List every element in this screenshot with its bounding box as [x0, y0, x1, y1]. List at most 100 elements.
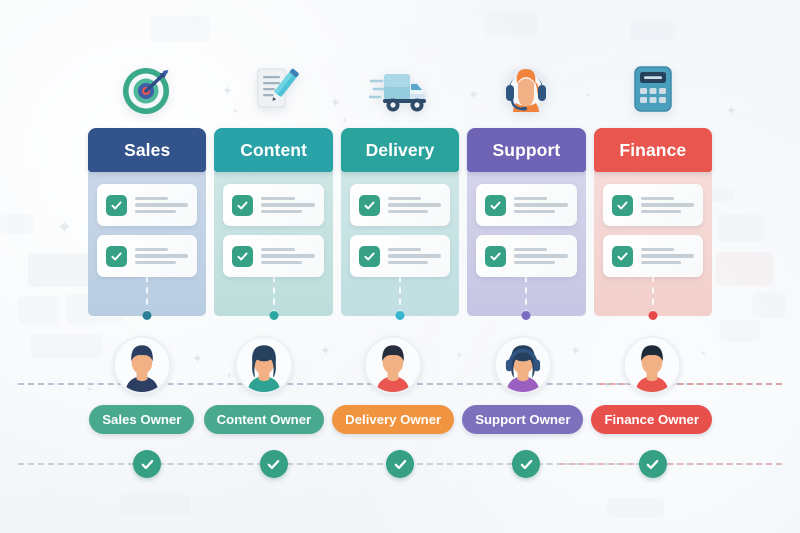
placeholder-line — [387, 196, 421, 201]
placeholder-line — [387, 209, 429, 214]
owner-label-pill[interactable]: Support Owner — [462, 405, 584, 434]
placeholder-lines — [640, 196, 695, 214]
column-header-content[interactable]: Content — [214, 128, 333, 172]
checkbox-checked-icon[interactable] — [358, 194, 380, 216]
placeholder-line — [640, 203, 695, 207]
sparkle-icon: ✦ — [341, 116, 348, 125]
checkbox-checked-icon[interactable] — [611, 245, 633, 267]
avatar[interactable] — [234, 336, 293, 394]
checklist-row[interactable] — [476, 184, 577, 226]
column-body-finance — [593, 172, 713, 316]
owner-delivery-owner[interactable]: Delivery Owner — [332, 336, 455, 446]
checklist-row[interactable] — [476, 235, 577, 277]
calculator-icon — [634, 66, 672, 112]
owner-label-pill[interactable]: Delivery Owner — [332, 405, 455, 434]
check-circle-icon[interactable] — [638, 450, 667, 478]
document-pencil-icon — [257, 68, 299, 108]
owner-content-owner[interactable]: Content Owner — [203, 336, 325, 446]
department-column-sales[interactable]: Sales — [88, 128, 207, 320]
owner-finance-owner[interactable]: Finance Owner — [591, 336, 712, 446]
sparkle-icon: ✦ — [456, 351, 463, 360]
status-slot — [467, 448, 585, 480]
department-column-content[interactable]: Content — [214, 128, 333, 320]
column-connector-dot — [269, 311, 279, 320]
column-header-sales[interactable]: Sales — [88, 128, 207, 172]
placeholder-lines — [261, 196, 315, 214]
checklist-row[interactable] — [349, 184, 451, 226]
avatar[interactable] — [112, 336, 171, 394]
check-circle-icon[interactable] — [133, 450, 162, 478]
checklist-row[interactable] — [97, 235, 198, 277]
icon-slot-content — [214, 58, 332, 120]
sparkle-icon: ✦ — [192, 351, 203, 366]
placeholder-line — [640, 209, 682, 214]
check-circle-icon[interactable] — [512, 450, 541, 478]
checkbox-checked-icon[interactable] — [358, 245, 380, 267]
sparkle-icon: ✦ — [604, 381, 611, 390]
placeholder-line — [261, 254, 315, 258]
placeholder-line — [261, 196, 295, 201]
checkbox-checked-icon[interactable] — [106, 194, 127, 216]
status-slot — [594, 448, 712, 480]
owner-label-pill[interactable]: Finance Owner — [591, 405, 712, 434]
placeholder-line — [514, 196, 548, 201]
checklist-row[interactable] — [602, 235, 704, 277]
checklist-row[interactable] — [223, 235, 324, 277]
department-column-finance[interactable]: Finance — [593, 128, 713, 320]
status-slot — [88, 448, 206, 480]
sparkle-icon: ✦ — [57, 217, 73, 237]
column-connector-dot — [648, 311, 658, 320]
checkbox-checked-icon[interactable] — [232, 245, 254, 267]
avatar[interactable] — [364, 336, 423, 394]
owner-sales-owner[interactable]: Sales Owner — [88, 336, 196, 446]
placeholder-lines — [640, 247, 695, 265]
placeholder-line — [387, 203, 442, 207]
column-header-delivery[interactable]: Delivery — [340, 128, 460, 172]
avatar[interactable] — [622, 336, 681, 394]
sparkle-icon: ✦ — [320, 343, 331, 358]
checkbox-checked-icon[interactable] — [485, 245, 507, 267]
status-badges-row — [88, 448, 712, 480]
checklist-row[interactable] — [602, 184, 704, 226]
owner-label-pill[interactable]: Sales Owner — [89, 405, 195, 434]
sparkle-icon: ✦ — [222, 83, 233, 98]
column-header-support[interactable]: Support — [467, 128, 586, 172]
department-icons-row — [88, 58, 712, 120]
placeholder-line — [261, 260, 302, 265]
avatar[interactable] — [493, 336, 552, 394]
placeholder-line — [640, 196, 674, 201]
checklist-row[interactable] — [349, 235, 451, 277]
check-circle-icon[interactable] — [386, 450, 415, 478]
sparkle-icon: ✦ — [585, 91, 592, 100]
sparkle-icon: ✦ — [226, 371, 233, 380]
status-slot — [214, 448, 332, 480]
column-connector-dot — [142, 311, 152, 320]
department-column-delivery[interactable]: Delivery — [340, 128, 460, 320]
placeholder-lines — [514, 247, 568, 265]
checkbox-checked-icon[interactable] — [611, 194, 633, 216]
avatar-connector-line-red — [600, 383, 782, 385]
placeholder-line — [135, 209, 176, 214]
checkbox-checked-icon[interactable] — [232, 194, 254, 216]
placeholder-line — [261, 209, 302, 214]
placeholder-line — [514, 254, 568, 258]
owner-support-owner[interactable]: Support Owner — [462, 336, 584, 446]
department-column-support[interactable]: Support — [467, 128, 586, 320]
column-body-sales — [88, 172, 207, 316]
checklist-row[interactable] — [97, 184, 198, 226]
checkbox-checked-icon[interactable] — [106, 245, 127, 267]
placeholder-line — [514, 247, 548, 252]
sparkle-icon: ✦ — [700, 349, 707, 358]
checkbox-checked-icon[interactable] — [485, 194, 507, 216]
column-header-finance[interactable]: Finance — [593, 128, 713, 172]
placeholder-line — [135, 196, 169, 201]
sparkle-icon: ✦ — [468, 87, 479, 102]
checklist-row[interactable] — [223, 184, 324, 226]
icon-slot-delivery — [341, 58, 459, 120]
check-circle-icon[interactable] — [259, 450, 288, 478]
placeholder-line — [640, 247, 674, 252]
column-connector-dot — [521, 311, 531, 320]
owner-label-pill[interactable]: Content Owner — [203, 405, 325, 434]
column-body-content — [214, 172, 333, 316]
